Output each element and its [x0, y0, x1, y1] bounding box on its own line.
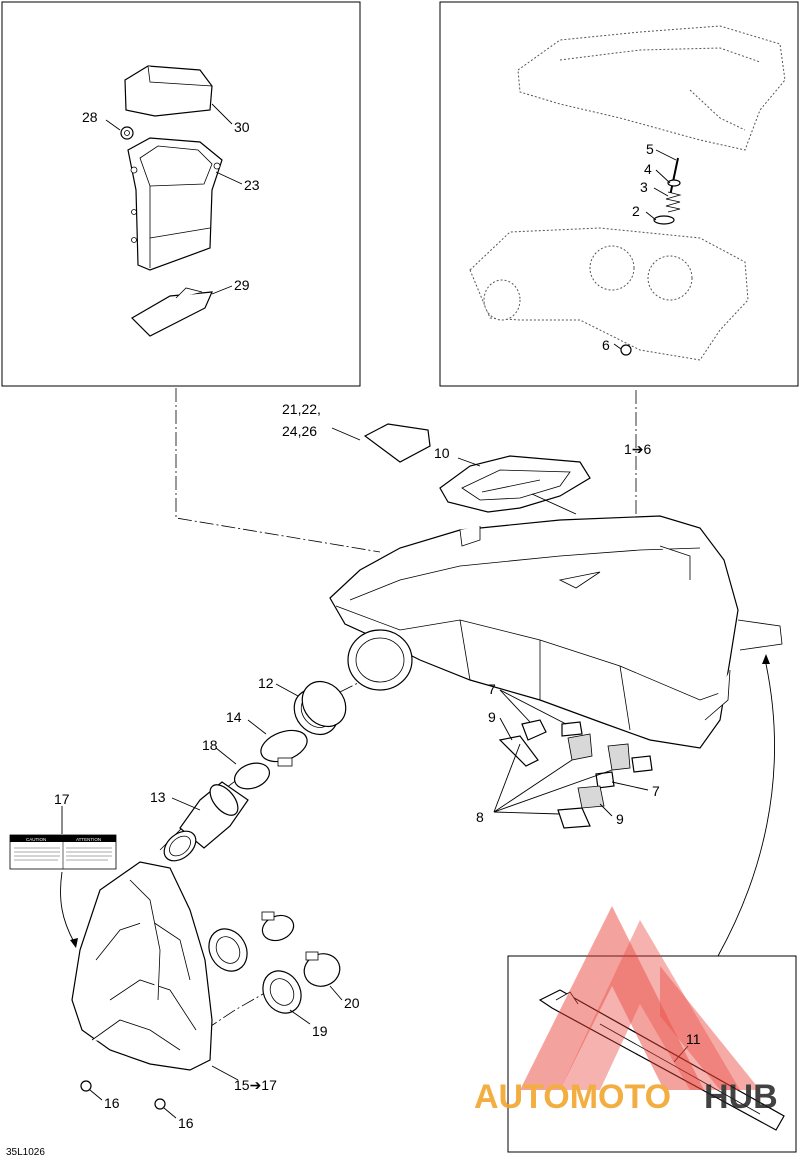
upper-cover-dashed	[517, 25, 786, 151]
callout-11: 11	[686, 1031, 701, 1047]
callout-14: 14	[226, 709, 242, 725]
airbox-main-housing	[329, 515, 783, 749]
warning-label-caution: CAUTION	[26, 837, 46, 842]
side-housing-part-15	[71, 861, 213, 1071]
clamp-upper	[261, 911, 295, 942]
callout-10: 10	[434, 445, 450, 461]
warning-label-attention: ATTENTION	[76, 837, 101, 842]
clip-part-7a	[521, 719, 547, 741]
callout-18: 18	[202, 737, 218, 753]
screw-part-16b	[154, 1098, 166, 1110]
callout-17: 17	[54, 791, 70, 807]
callout-19: 19	[312, 1023, 328, 1039]
grommet-part-2	[653, 215, 675, 225]
clamp-part-20	[303, 951, 341, 987]
clips-group-7-8-9	[498, 719, 653, 829]
callout-15-17: 15➔17	[234, 1077, 277, 1093]
spring-part-3	[665, 191, 682, 213]
foam-piece-part-21	[363, 423, 431, 463]
callout-29: 29	[234, 277, 250, 293]
callout-21-line1: 21,22,	[282, 401, 321, 417]
callout-20: 20	[344, 995, 360, 1011]
callout-7-b: 7	[652, 783, 660, 799]
callout-3: 3	[640, 179, 648, 195]
clamp-part-14	[260, 729, 308, 767]
inset-box-top-right	[439, 1, 799, 387]
callout-16-b: 16	[178, 1115, 194, 1131]
coupler-part-12	[293, 680, 347, 736]
strap-part-11	[538, 989, 785, 1131]
clip-part-8c	[557, 807, 591, 829]
arrow-11	[717, 663, 775, 957]
callout-5: 5	[646, 141, 654, 157]
callout-8: 8	[476, 809, 484, 825]
clip-part-8b	[607, 743, 631, 771]
clip-part-9b	[577, 785, 605, 809]
screw-part-28	[120, 126, 134, 140]
callout-21-line2: 24,26	[282, 423, 317, 439]
foam-block-part-30	[124, 65, 213, 117]
chain-line-left	[175, 388, 381, 553]
callout-2: 2	[632, 203, 640, 219]
duct-part-13	[163, 781, 249, 862]
callout-23: 23	[244, 177, 260, 193]
coupler-ring-part-19	[262, 970, 302, 1014]
callout-16-a: 16	[104, 1095, 120, 1111]
chain-line-19	[204, 989, 271, 1031]
callout-7-a: 7	[488, 681, 496, 697]
arrow-11-head	[762, 654, 770, 664]
callout-28: 28	[82, 109, 98, 125]
inset-box-top-left	[1, 1, 361, 387]
callout-1-6: 1➔6	[624, 441, 652, 457]
clip-part-8a	[567, 733, 593, 761]
lower-base-dashed	[469, 227, 749, 361]
callout-9-b: 9	[616, 811, 624, 827]
figure-id: 35L1026	[6, 1147, 45, 1158]
clip-part-9a	[498, 735, 539, 767]
nut-part-6	[620, 344, 632, 356]
clip-part-7d	[595, 771, 615, 789]
callout-13: 13	[150, 789, 166, 805]
clip-part-7c	[631, 755, 653, 773]
screw-part-16a	[80, 1080, 92, 1092]
o-ring-part-18	[233, 762, 271, 790]
callout-30: 30	[234, 119, 250, 135]
warning-label-part-17	[9, 834, 117, 870]
watermark-logo: AUTOMOTO HUB	[474, 906, 778, 1116]
svg-text:AUTOMOTO: AUTOMOTO	[474, 1078, 671, 1116]
bolt-part-5	[669, 157, 679, 197]
foam-strip-part-29	[131, 287, 213, 337]
intake-housing-part-23	[127, 137, 223, 271]
callout-6: 6	[602, 337, 610, 353]
callout-12: 12	[258, 675, 274, 691]
inset-box-bottom-right	[507, 955, 797, 1153]
coupler-ring-upper	[208, 928, 248, 972]
svg-text:HUB: HUB	[704, 1078, 778, 1116]
intake-grille-part-10	[439, 455, 591, 513]
callout-9-a: 9	[488, 709, 496, 725]
washer-part-4	[667, 179, 681, 187]
clip-part-7b	[561, 721, 583, 737]
callout-4: 4	[644, 161, 652, 177]
